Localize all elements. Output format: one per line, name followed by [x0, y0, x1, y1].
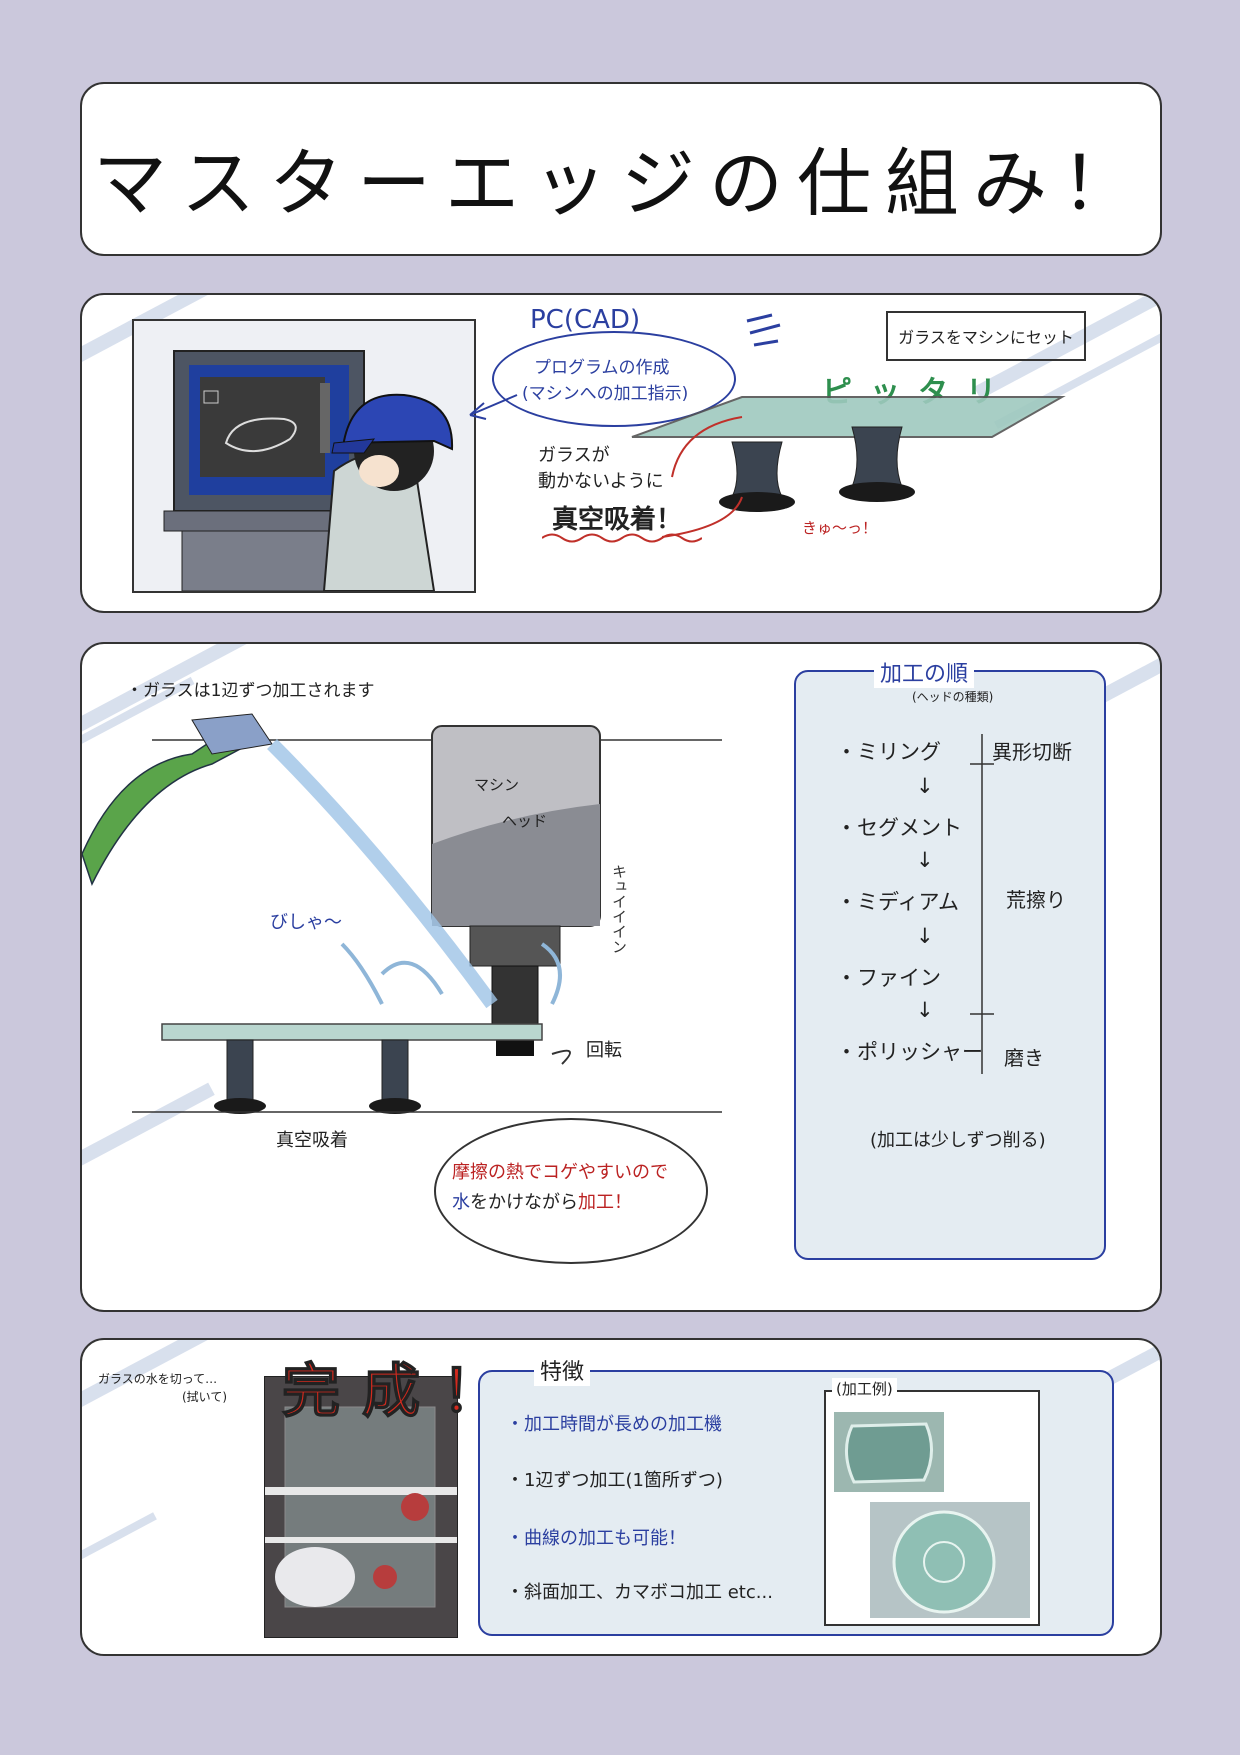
warning-line-2: 水をかけながら加工！	[452, 1188, 632, 1214]
feature-2: ・1辺ずつ加工(1箇所ずつ)	[506, 1470, 723, 1491]
bubble-line-1: プログラムの作成	[534, 358, 670, 378]
rotate-label: 回転	[586, 1040, 622, 1061]
setup-panel: PC(CAD) プログラムの作成 (マシンへの加工指示) ガラスをマシンにセット…	[80, 293, 1162, 613]
step-arrow: ↓	[916, 848, 934, 872]
step-medium: ・ミディアム	[836, 890, 960, 914]
step-arrow: ↓	[916, 998, 934, 1022]
features-title: 特徴	[534, 1354, 591, 1386]
page-title: マスターエッジの仕組み！	[93, 141, 1149, 227]
result-panel: ガラスの水を切って… (拭いて) 完成！ 特徴 ・加工時間が長めの加工機 ・1辺…	[80, 1338, 1162, 1656]
warning-while: をかけながら	[470, 1192, 578, 1213]
warning-line-1: 摩擦の熱でコゲやすいので	[452, 1162, 668, 1183]
step-polisher: ・ポリッシャー	[836, 1040, 983, 1064]
pointer-arrow-icon	[469, 394, 518, 420]
feature-4: ・斜面加工、カマボコ加工 etc...	[506, 1582, 773, 1603]
order-box	[794, 670, 1106, 1260]
edge-note: ・ガラスは1辺ずつ加工されます	[126, 681, 375, 701]
step-milling: ・ミリング	[836, 740, 941, 764]
glass-line-1: ガラスが	[538, 445, 610, 466]
bisha-sound: びしゃ〜	[270, 912, 342, 933]
set-glass-label: ガラスをマシンにセット	[898, 328, 1074, 347]
finished-photo	[264, 1376, 458, 1638]
category-bracket	[970, 734, 994, 1074]
wipe-line-2: (拭いて)	[182, 1390, 228, 1404]
head-label: ヘッド	[502, 812, 548, 830]
bubble-line-2: (マシンへの加工指示)	[522, 384, 689, 404]
kyuiin-sound: キュイイイン	[610, 864, 628, 954]
order-title: 加工の順	[874, 656, 975, 688]
category-polish: 磨き	[1004, 1046, 1044, 1070]
feature-3: ・曲線の加工も可能！	[506, 1528, 686, 1549]
category-shaping: 異形切断	[992, 740, 1072, 764]
title-panel: マスターエッジの仕組み！	[80, 82, 1162, 256]
vacuum-label: 真空吸着！	[552, 505, 683, 535]
instruction-bubble	[492, 331, 736, 427]
step-arrow: ↓	[916, 924, 934, 948]
pc-cad-label: PC(CAD)	[530, 305, 641, 335]
done-label: 完成！	[281, 1356, 523, 1426]
step-arrow: ↓	[916, 774, 934, 798]
wavy-underline	[542, 533, 702, 543]
machine-illustration	[82, 713, 722, 1114]
warning-water: 水	[452, 1192, 470, 1213]
example-label: (加工例)	[832, 1378, 897, 1399]
wipe-line-1: ガラスの水を切って…	[98, 1372, 218, 1386]
emphasis-marks-icon	[746, 313, 781, 347]
process-panel: ・ガラスは1辺ずつ加工されます マシン ヘッド びしゃ〜 キュイイイン 回転 真…	[80, 642, 1162, 1312]
kyu-sound: きゅ〜っ！	[802, 519, 878, 537]
order-note: (加工は少しずつ削る)	[870, 1130, 1046, 1151]
example-photos	[834, 1412, 1030, 1618]
machine-label: マシン	[474, 776, 520, 794]
order-subtitle: (ヘッドの種類)	[912, 690, 994, 704]
feature-1: ・加工時間が長めの加工機	[506, 1414, 722, 1435]
step-fine: ・ファイン	[836, 966, 941, 990]
glass-line-2: 動かないように	[538, 471, 664, 492]
warning-process: 加工！	[578, 1192, 632, 1213]
step-segment: ・セグメント	[836, 816, 962, 840]
set-glass-box: ガラスをマシンにセット	[886, 311, 1086, 361]
operator-illustration	[132, 319, 476, 593]
vacuum-caption: 真空吸着	[276, 1130, 348, 1151]
category-rough: 荒擦り	[1006, 888, 1066, 912]
warning-bubble	[434, 1118, 708, 1264]
